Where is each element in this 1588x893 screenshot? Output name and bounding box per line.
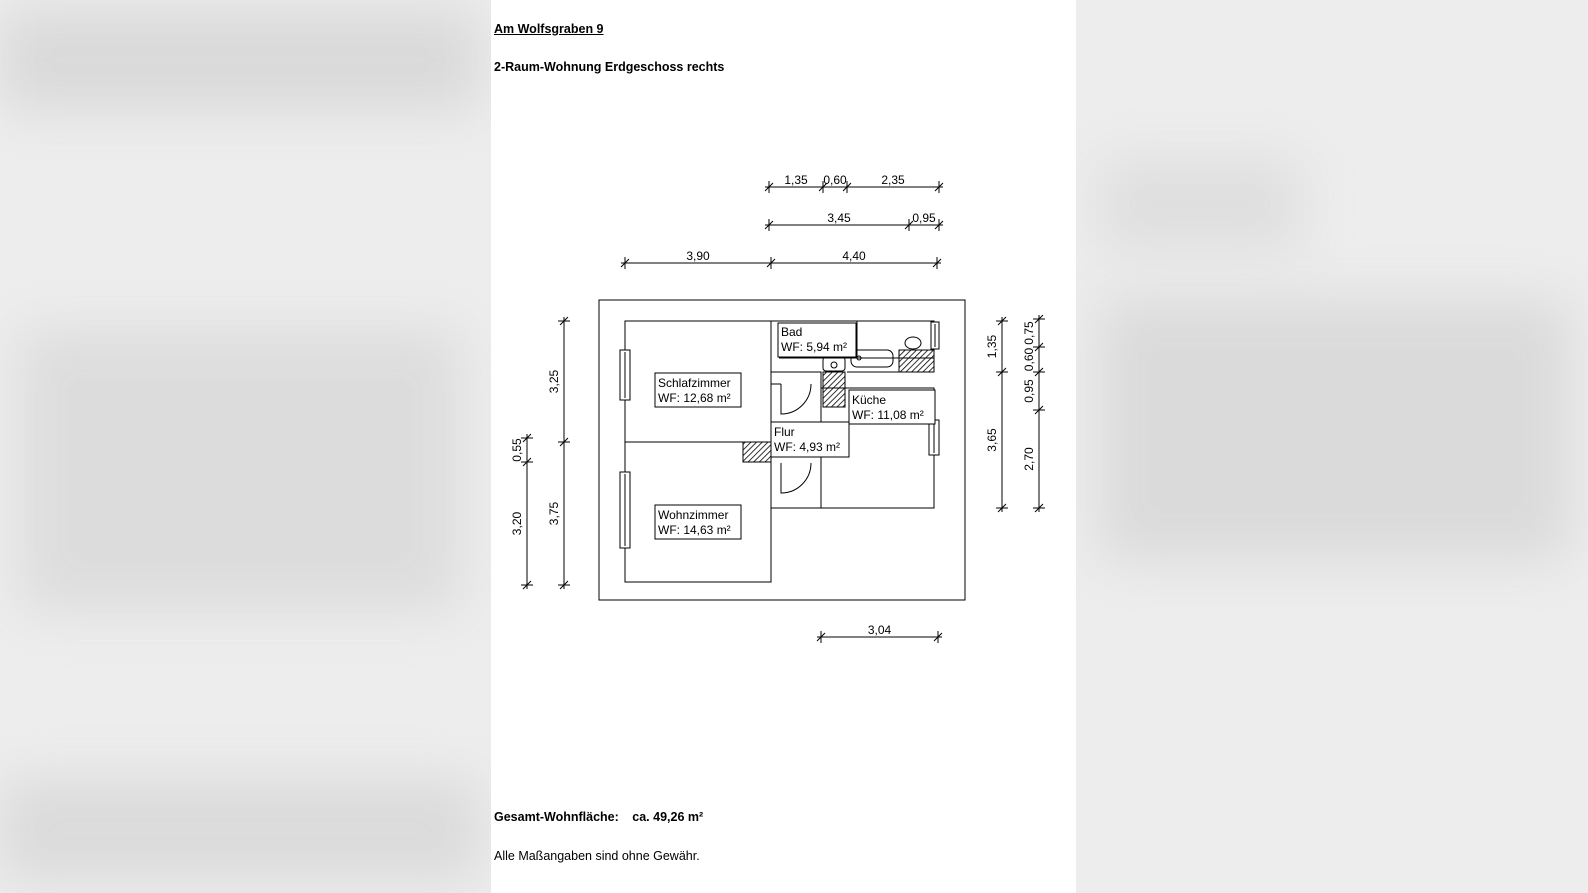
bathtub-drain-icon: [856, 355, 862, 361]
label-box-wohnzimmer: Wohnzimmer WF: 14,63 m²: [654, 504, 742, 540]
door-swing-flur: [780, 462, 812, 494]
dim-tick-slash: [620, 258, 630, 268]
dim-top-2-label: 0,95: [912, 211, 936, 225]
total-area: Gesamt-Wohnfläche: ca. 49,26 m²: [494, 810, 703, 824]
dim-tick-slash: [764, 182, 774, 192]
room-name-schlafzimmer: Schlafzimmer: [658, 376, 731, 390]
dim-tick-slash: [904, 220, 914, 230]
dim-top-1-label: 0,60: [823, 173, 847, 187]
dim-tick-slash: [816, 632, 826, 642]
toilet-icon: [904, 336, 922, 350]
dim-right-outer-label: 0,60: [1022, 347, 1036, 371]
hatch-wall-1: [742, 441, 772, 463]
backdrop-blur-bottom: [0, 780, 480, 880]
dim-right-inner-label: 3,65: [985, 428, 999, 452]
label-box-schlafzimmer: Schlafzimmer WF: 12,68 m²: [654, 372, 742, 408]
backdrop-blur-right-top: [1100, 160, 1300, 250]
dim-tick-slash: [522, 457, 532, 467]
label-box-bad: Bad WF: 5,94 m²: [777, 322, 857, 358]
disclaimer-text: Alle Maßangaben sind ohne Gewähr.: [494, 849, 700, 863]
door-swing-schlafzimmer: [780, 383, 812, 415]
room-area-wohnzimmer: WF: 14,63 m²: [658, 523, 731, 537]
dim-tick-slash: [997, 316, 1007, 326]
room-area-schlafzimmer: WF: 12,68 m²: [658, 391, 731, 405]
dim-tick-slash: [559, 580, 569, 590]
dim-tick-slash: [1034, 405, 1044, 415]
dim-right-inner-label: 1,35: [985, 334, 999, 358]
dim-right-outer-label: 0,75: [1022, 321, 1036, 345]
dim-top-1-label: 1,35: [784, 173, 808, 187]
dim-tick-slash: [997, 503, 1007, 513]
dim-tick-slash: [522, 580, 532, 590]
dim-tick-slash: [932, 258, 942, 268]
sink-icon: [822, 356, 846, 372]
dim-left-outer-label: 0,55: [510, 438, 524, 462]
dim-tick-slash: [934, 220, 944, 230]
dim-tick-slash: [522, 433, 532, 443]
bathtub-icon: [850, 349, 894, 368]
unit-subtitle: 2-Raum-Wohnung Erdgeschoss rechts: [494, 60, 725, 74]
dim-right-outer-label: 2,70: [1022, 447, 1036, 471]
backdrop-blur-right: [1100, 300, 1570, 560]
hatch-wall-2: [822, 371, 846, 408]
room-name-bad: Bad: [781, 325, 802, 339]
dim-tick-slash: [934, 182, 944, 192]
dim-tick-slash: [764, 220, 774, 230]
dim-right-outer-label: 0,95: [1022, 379, 1036, 403]
backdrop-blur-top: [0, 10, 480, 110]
dim-top-3-label: 3,90: [686, 249, 710, 263]
dim-top-2-label: 3,45: [827, 211, 851, 225]
room-area-kueche: WF: 11,08 m²: [852, 408, 924, 422]
plot-frame: [598, 299, 966, 601]
label-box-flur: Flur WF: 4,93 m²: [770, 421, 850, 458]
address-title: Am Wolfsgraben 9: [494, 22, 604, 36]
dim-tick-slash: [997, 367, 1007, 377]
floorplan-sheet: Am Wolfsgraben 9 2-Raum-Wohnung Erdgesch…: [491, 0, 1076, 893]
dim-bottom-label: 3,04: [868, 623, 892, 637]
floor-plan: Schlafzimmer WF: 12,68 m² Wohnzimmer WF:…: [510, 173, 1045, 643]
dim-tick-slash: [559, 437, 569, 447]
dim-left-outer-label: 3,20: [510, 511, 524, 535]
total-area-label: Gesamt-Wohnfläche:: [494, 810, 619, 824]
dim-tick-slash: [559, 316, 569, 326]
sink-drain-icon: [830, 361, 838, 369]
room-area-bad: WF: 5,94 m²: [781, 340, 847, 354]
dim-tick-slash: [818, 182, 828, 192]
backdrop-blur-left: [20, 330, 460, 610]
room-name-kueche: Küche: [852, 393, 886, 407]
hatch-wall-3: [898, 349, 935, 373]
dim-tick-slash: [766, 258, 776, 268]
total-area-value: ca. 49,26 m²: [632, 810, 704, 824]
dim-tick-slash: [1034, 503, 1044, 513]
room-name-wohnzimmer: Wohnzimmer: [658, 508, 728, 522]
dim-tick-slash: [1034, 367, 1044, 377]
room-name-flur: Flur: [774, 425, 795, 439]
dim-top-3-label: 4,40: [842, 249, 866, 263]
dim-top-1-label: 2,35: [881, 173, 905, 187]
dim-left-inner-label: 3,75: [547, 501, 561, 525]
dim-tick-slash: [842, 182, 852, 192]
dim-tick-slash: [933, 632, 943, 642]
room-area-flur: WF: 4,93 m²: [774, 440, 840, 454]
dim-tick-slash: [1034, 342, 1044, 352]
dim-left-inner-label: 3,25: [547, 369, 561, 393]
dim-tick-slash: [1034, 314, 1044, 324]
label-box-kueche: Küche WF: 11,08 m²: [848, 389, 936, 425]
